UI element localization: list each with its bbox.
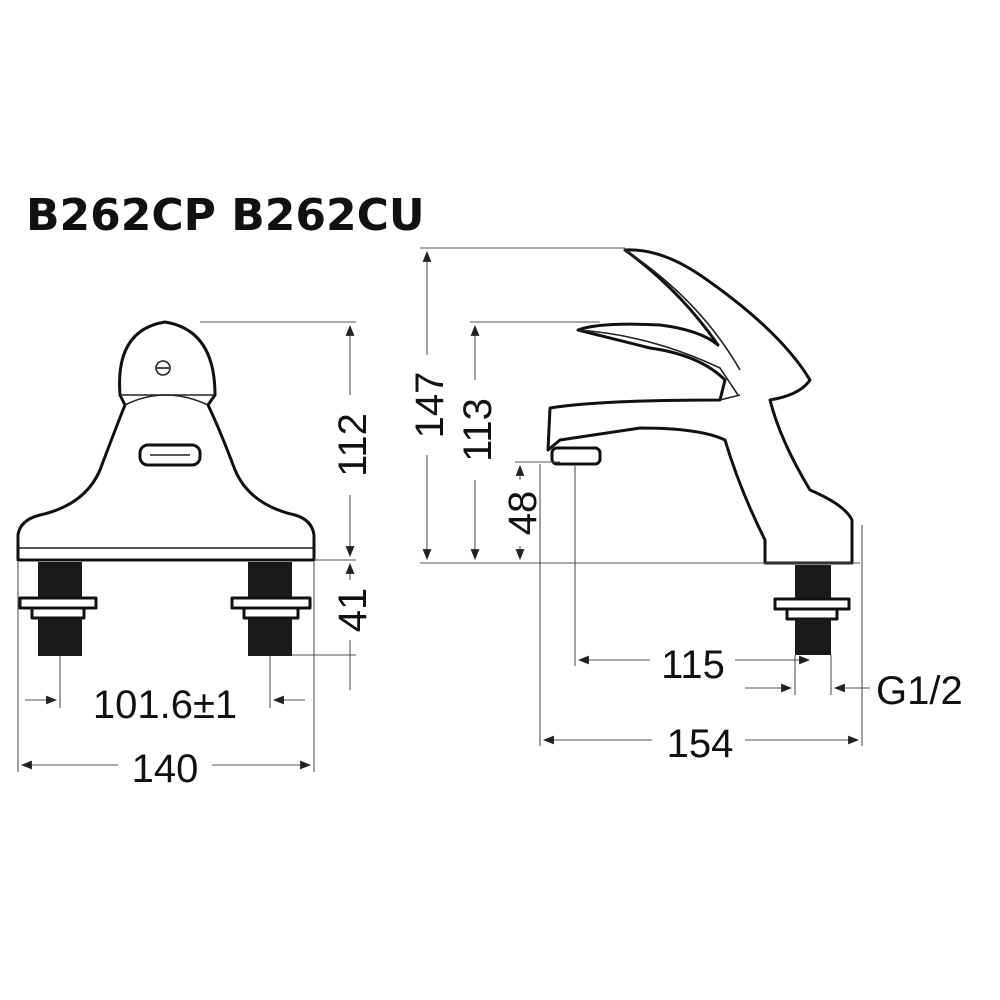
side-aerator bbox=[550, 446, 602, 466]
left-shank-thread bbox=[38, 562, 82, 598]
dim-154: 154 bbox=[667, 722, 734, 766]
dim-140: 140 bbox=[132, 747, 199, 791]
right-shank-thread bbox=[248, 562, 292, 598]
dim-113: 113 bbox=[456, 398, 500, 462]
handle-screw-icon bbox=[155, 360, 171, 376]
front-faucet-body bbox=[16, 320, 316, 562]
dim-147: 147 bbox=[408, 372, 452, 439]
dim-115: 115 bbox=[661, 643, 725, 687]
dim-g1-2: G1/2 bbox=[876, 669, 963, 713]
dim-112: 112 bbox=[331, 413, 375, 477]
front-view: 112 41 101.6±1 140 bbox=[16, 320, 375, 791]
dim-101-6: 101.6±1 bbox=[93, 683, 237, 727]
side-view: 147 113 48 115 G1/2 154 bbox=[405, 247, 963, 766]
model-title: B262CP B262CU bbox=[26, 190, 425, 241]
side-faucet-body bbox=[546, 248, 854, 565]
dim-48: 48 bbox=[501, 491, 545, 536]
dim-41: 41 bbox=[331, 588, 375, 633]
